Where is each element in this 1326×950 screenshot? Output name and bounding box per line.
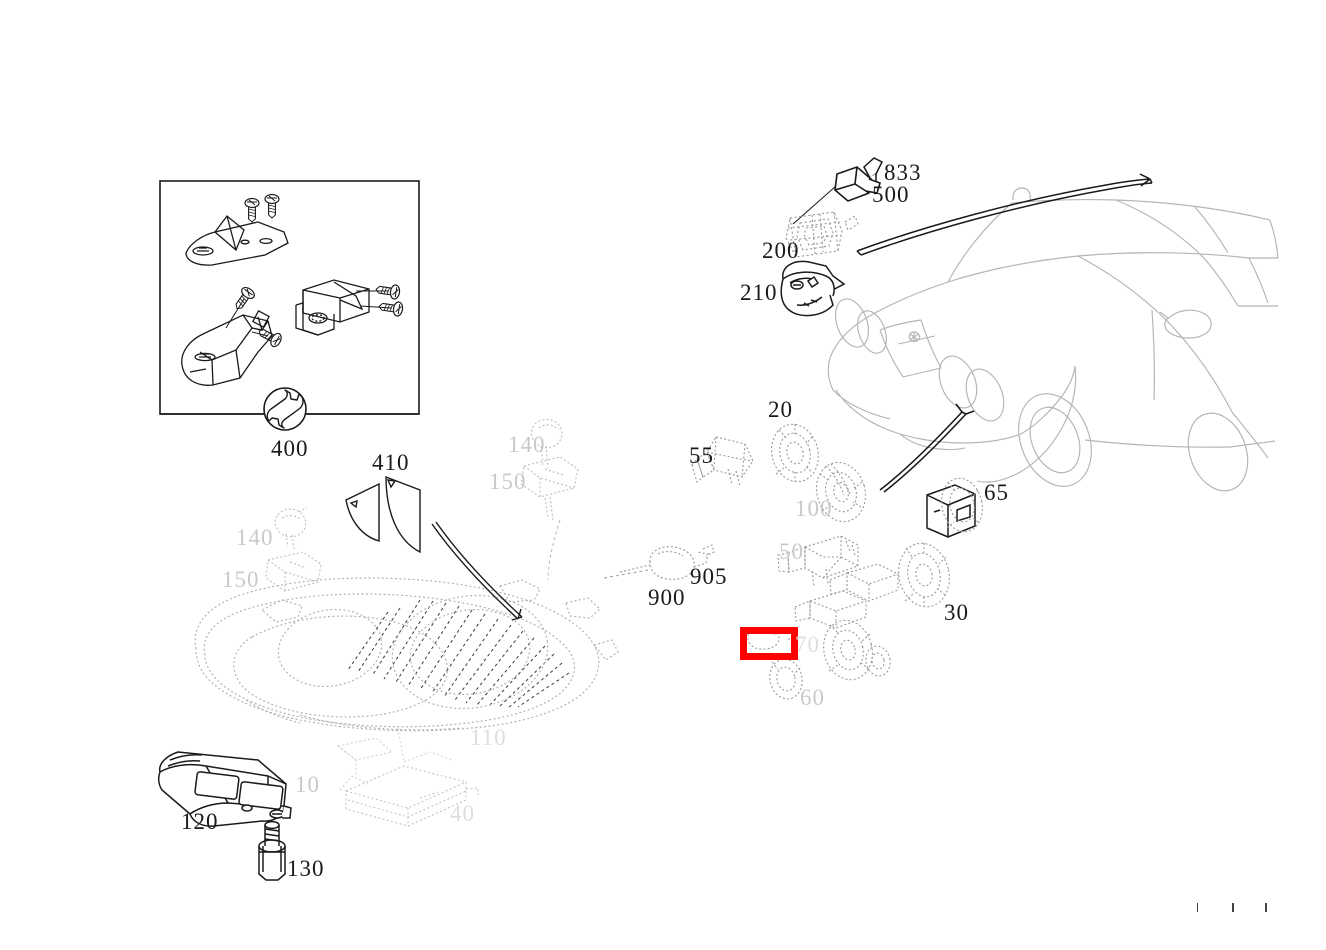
- part-10-headlamp-body: [194, 577, 619, 732]
- part-label-140: 140: [508, 432, 546, 457]
- part-100-bulb: [815, 461, 867, 523]
- part-label-40: 40: [450, 801, 475, 826]
- part-210-cover: [780, 260, 846, 317]
- part-55-connector: [691, 436, 754, 487]
- part-410-shield-a: [345, 482, 380, 542]
- vehicle-outline: [827, 187, 1279, 492]
- leader-to-vehicle-headlamp: [879, 403, 975, 493]
- leader-500: [792, 185, 837, 225]
- part-label-900: 900: [648, 585, 686, 610]
- part-label-410: 410: [372, 450, 410, 475]
- inset-leader-c: [225, 298, 245, 329]
- part-140-left: [274, 506, 308, 550]
- scale-tick: [1232, 903, 1234, 912]
- part-bracket-lower: [829, 563, 899, 602]
- part-label-905: 905: [690, 564, 728, 589]
- part-label-50: 50: [779, 539, 804, 564]
- part-50-socket: [777, 535, 859, 587]
- part-label-110: 110: [470, 725, 507, 750]
- leader-150-center: [547, 519, 561, 581]
- part-label-70: 70: [795, 632, 820, 657]
- part-label-55: 55: [689, 443, 714, 468]
- scale-tick: [1265, 903, 1267, 912]
- part-130-bolt: [258, 820, 286, 881]
- inset-angle-bracket: [181, 310, 273, 386]
- part-label-100: 100: [795, 496, 833, 521]
- part-65-ballast: [926, 484, 976, 538]
- part-20-ring: [771, 423, 819, 483]
- part-30-cap: [898, 542, 950, 608]
- part-label-130: 130: [287, 856, 325, 881]
- part-label-400: 400: [271, 436, 309, 461]
- part-140-center: [530, 418, 563, 469]
- part-900-socket: [619, 544, 715, 580]
- part-label-150: 150: [222, 567, 260, 592]
- part-200-module: [785, 211, 859, 258]
- part-small-ring-right: [865, 645, 891, 677]
- selected-part-highlight[interactable]: [740, 627, 798, 660]
- part-label-500: 500: [872, 182, 910, 207]
- part-label-10: 10: [295, 772, 320, 797]
- part-label-30: 30: [944, 600, 969, 625]
- part-label-65: 65: [984, 480, 1009, 505]
- inset-leader-d: [251, 331, 269, 337]
- inset-flat-bracket: [185, 215, 289, 266]
- part-roof-molding: [856, 173, 1153, 256]
- part-40-ecu: [345, 765, 479, 827]
- part-label-60: 60: [800, 685, 825, 710]
- part-label-20: 20: [768, 397, 793, 422]
- part-120-bracket: [157, 751, 292, 827]
- inset-leader-f: [359, 305, 392, 309]
- part-label-200: 200: [762, 238, 800, 263]
- part-150-center: [520, 456, 579, 521]
- leader-into-headlamp: [431, 521, 523, 621]
- part-bracket-faint-right: [336, 737, 394, 776]
- leader-900-to-body: [603, 569, 649, 579]
- part-65-ring: [941, 477, 983, 533]
- wrench-icon: [160, 387, 419, 431]
- part-500-wedge: [834, 166, 881, 202]
- part-410-shield-b: [385, 475, 421, 554]
- scale-tick: [1197, 903, 1198, 912]
- part-110-gasket: [397, 727, 453, 763]
- part-label-210: 210: [740, 280, 778, 305]
- inset-box-bracket: [295, 279, 370, 336]
- part-150-left: [265, 551, 322, 592]
- part-label-833: 833: [884, 160, 922, 185]
- part-side-rail-faint: [339, 775, 369, 791]
- part-label-150: 150: [489, 469, 527, 494]
- part-label-120: 120: [181, 809, 219, 834]
- part-label-140: 140: [236, 525, 274, 550]
